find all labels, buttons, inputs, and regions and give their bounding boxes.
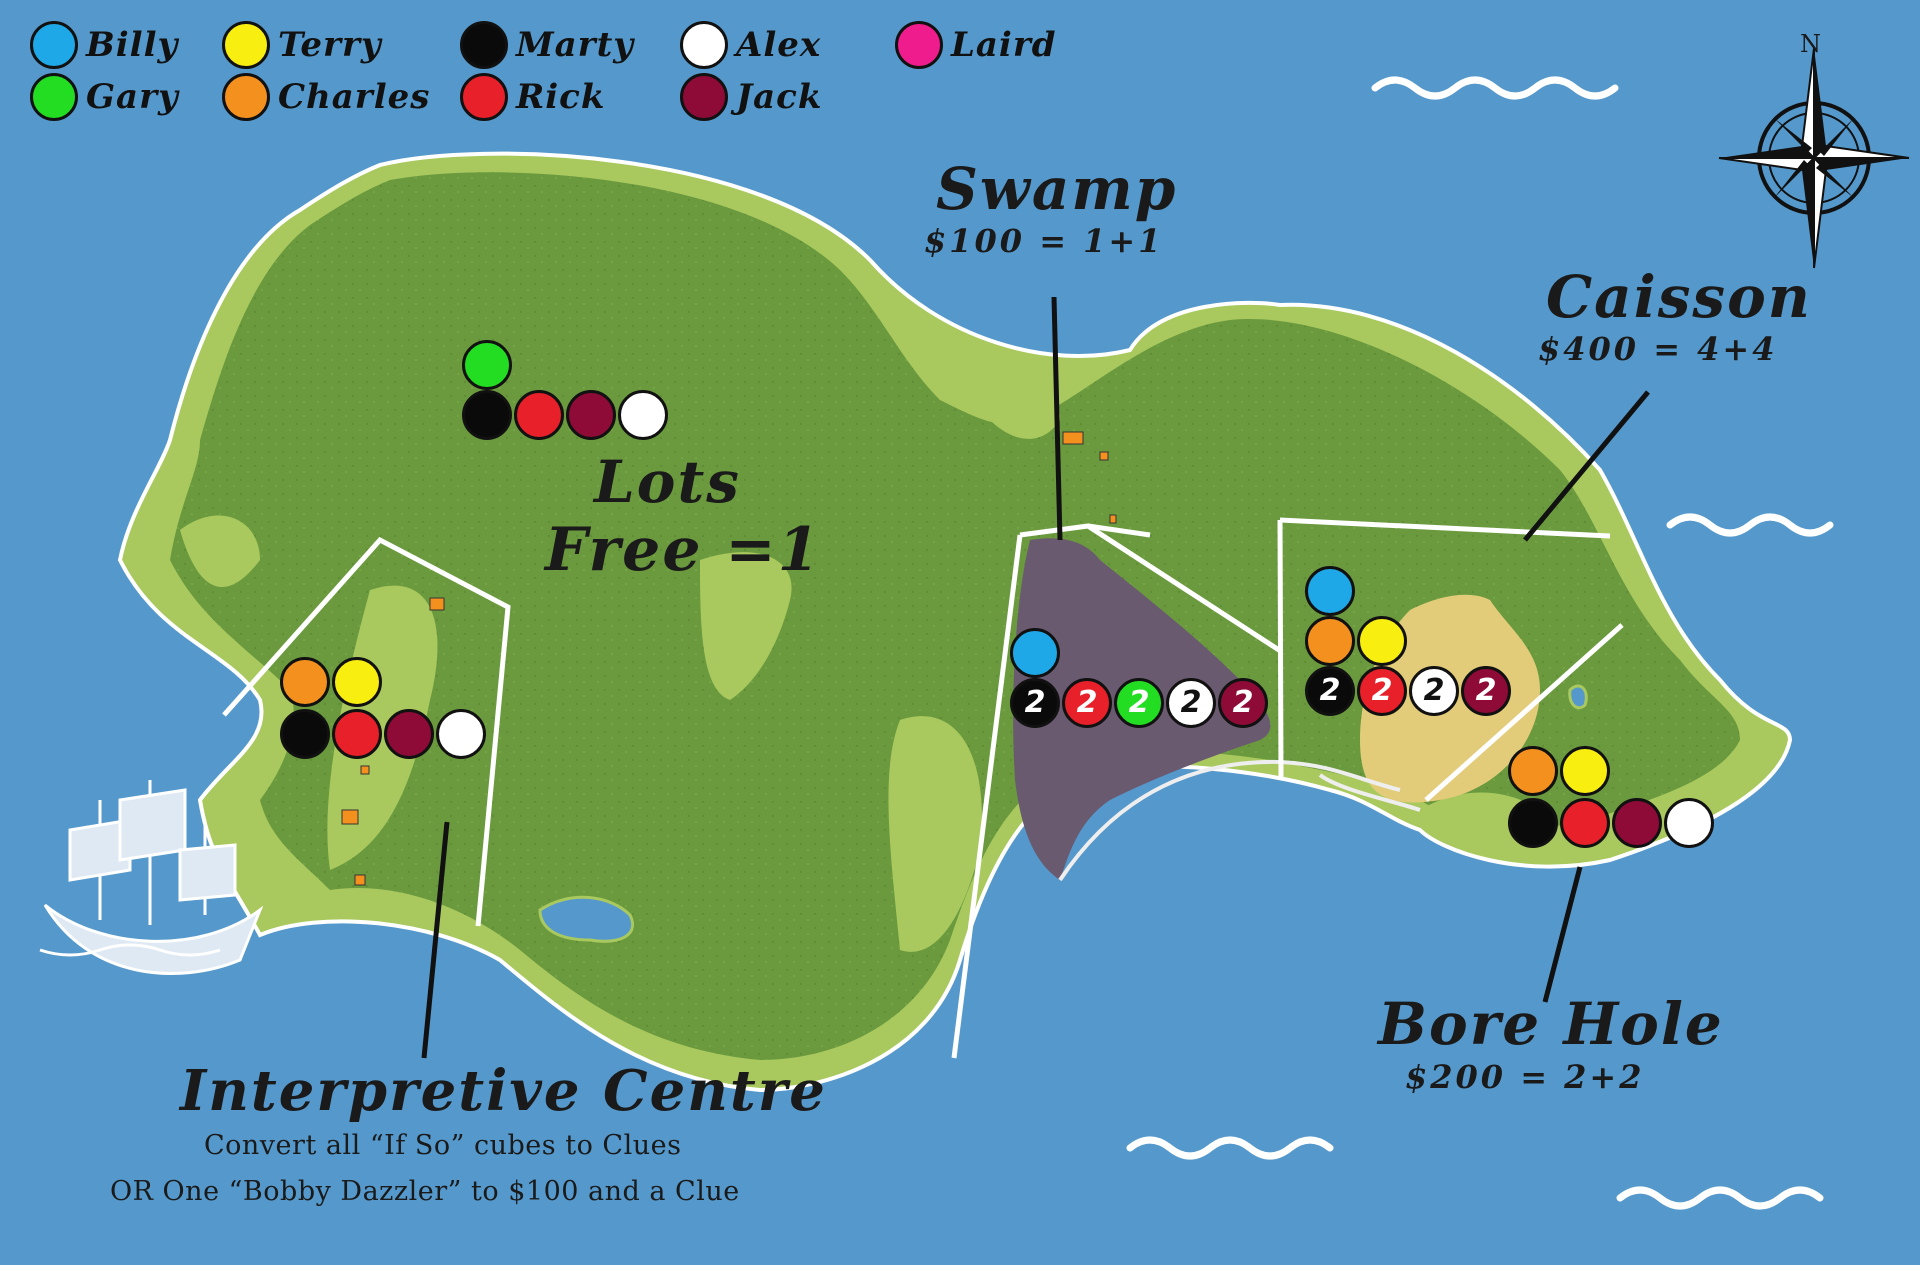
legend-player-name: Rick xyxy=(516,77,606,117)
token-label: 2 xyxy=(1024,685,1046,720)
token-charles[interactable] xyxy=(280,657,330,707)
legend-item-alex: Alex xyxy=(680,20,821,70)
token-marty[interactable] xyxy=(462,390,512,440)
token-charles[interactable] xyxy=(1508,746,1558,796)
token-jack[interactable] xyxy=(1612,798,1662,848)
token-jack[interactable] xyxy=(384,709,434,759)
legend-item-laird: Laird xyxy=(895,20,1057,70)
legend-player-name: Laird xyxy=(951,25,1057,65)
sea-waves xyxy=(1126,76,1834,1210)
token-jack[interactable]: 2 xyxy=(1461,666,1511,716)
swamp-title: Swamp xyxy=(936,155,1178,223)
token-label: 2 xyxy=(1232,685,1254,720)
token-label: 2 xyxy=(1475,673,1497,708)
token-alex[interactable] xyxy=(436,709,486,759)
legend-player-name: Billy xyxy=(86,25,179,65)
token-billy[interactable] xyxy=(1305,566,1355,616)
region-boundaries xyxy=(222,517,1624,1059)
token-terry[interactable] xyxy=(332,657,382,707)
clearings xyxy=(180,358,1560,952)
legend-player-name: Charles xyxy=(278,77,431,117)
legend-player-name: Gary xyxy=(86,77,179,117)
buildings xyxy=(341,431,1117,886)
caisson-cost: $400 = 4+4 xyxy=(1538,330,1778,368)
legend-item-marty: Marty xyxy=(460,20,634,70)
forest xyxy=(170,172,1740,1060)
token-marty[interactable] xyxy=(1508,798,1558,848)
legend-color-swatch xyxy=(222,73,270,121)
token-label: 2 xyxy=(1371,673,1393,708)
ship-sketch xyxy=(39,780,264,975)
token-terry[interactable] xyxy=(1357,616,1407,666)
token-label: 2 xyxy=(1180,685,1202,720)
token-alex[interactable]: 2 xyxy=(1409,666,1459,716)
lots-cost: Free =1 xyxy=(545,515,822,585)
token-gary[interactable]: 2 xyxy=(1114,678,1164,728)
legend-player-name: Jack xyxy=(736,77,823,117)
token-charles[interactable] xyxy=(1305,616,1355,666)
token-rick[interactable] xyxy=(514,390,564,440)
token-alex[interactable]: 2 xyxy=(1166,678,1216,728)
lots-title: Lots xyxy=(594,448,741,516)
token-rick[interactable] xyxy=(1560,798,1610,848)
legend-item-jack: Jack xyxy=(680,72,822,122)
legend-player-name: Alex xyxy=(736,25,822,65)
legend-item-billy: Billy xyxy=(30,20,178,70)
legend-item-rick: Rick xyxy=(460,72,605,122)
legend-color-swatch xyxy=(895,21,943,69)
leader-lines xyxy=(421,296,1650,1059)
token-rick[interactable]: 2 xyxy=(1062,678,1112,728)
token-rick[interactable]: 2 xyxy=(1357,666,1407,716)
bore-hole-title: Bore Hole xyxy=(1378,990,1724,1058)
token-gary[interactable] xyxy=(462,340,512,390)
legend-color-swatch xyxy=(680,21,728,69)
compass-rose xyxy=(1718,47,1910,269)
legend-color-swatch xyxy=(30,21,78,69)
interpretive-centre-title: Interpretive Centre xyxy=(180,1058,827,1124)
legend-color-swatch xyxy=(30,73,78,121)
legend-item-gary: Gary xyxy=(30,72,179,122)
token-terry[interactable] xyxy=(1560,746,1610,796)
token-rick[interactable] xyxy=(332,709,382,759)
token-label: 2 xyxy=(1076,685,1098,720)
caisson-title: Caisson xyxy=(1546,263,1812,331)
legend-color-swatch xyxy=(460,73,508,121)
token-jack[interactable]: 2 xyxy=(1218,678,1268,728)
token-marty[interactable] xyxy=(280,709,330,759)
token-alex[interactable] xyxy=(618,390,668,440)
token-marty[interactable]: 2 xyxy=(1305,666,1355,716)
legend-player-name: Marty xyxy=(516,25,635,65)
bore-hole-cost: $200 = 2+2 xyxy=(1405,1058,1645,1096)
interpretive-centre-line1: Convert all “If So” cubes to Clues xyxy=(204,1130,682,1161)
token-alex[interactable] xyxy=(1664,798,1714,848)
swamp-cost: $100 = 1+1 xyxy=(924,222,1164,260)
roads xyxy=(1058,759,1421,882)
ponds xyxy=(538,684,1588,943)
legend-player-name: Terry xyxy=(278,25,382,65)
legend-color-swatch xyxy=(460,21,508,69)
token-billy[interactable] xyxy=(1010,628,1060,678)
legend-item-terry: Terry xyxy=(222,20,382,70)
token-label: 2 xyxy=(1319,673,1341,708)
legend-color-swatch xyxy=(222,21,270,69)
compass-north-label: N xyxy=(1800,30,1821,58)
legend-item-charles: Charles xyxy=(222,72,430,122)
token-jack[interactable] xyxy=(566,390,616,440)
legend-color-swatch xyxy=(680,73,728,121)
token-label: 2 xyxy=(1128,685,1150,720)
token-marty[interactable]: 2 xyxy=(1010,678,1060,728)
interpretive-centre-line2: OR One “Bobby Dazzler” to $100 and a Clu… xyxy=(110,1176,740,1207)
token-label: 2 xyxy=(1423,673,1445,708)
